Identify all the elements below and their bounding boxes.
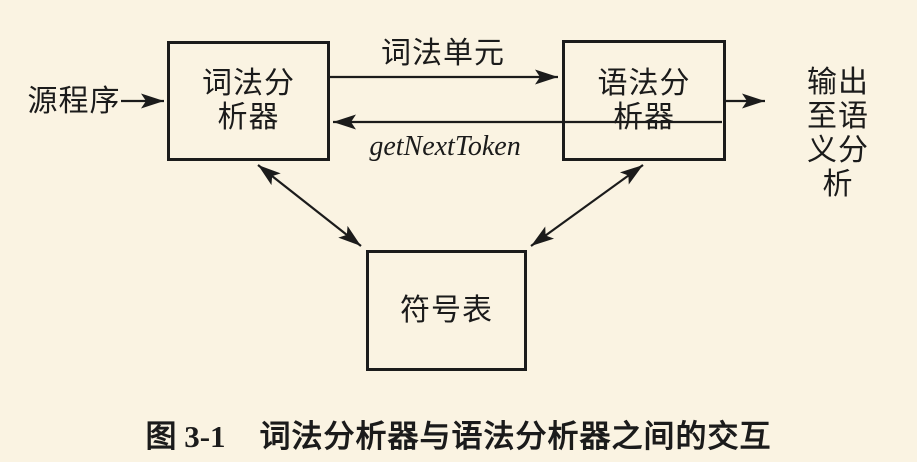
figure-caption-text: 词法分析器与语法分析器之间的交互 — [259, 419, 772, 454]
figure-caption: 图 3-1 词法分析器与语法分析器之间的交互 — [0, 411, 917, 456]
output-to-semantic-label: 输出至语 义分析 — [807, 66, 869, 201]
symbol-table-box-label: 符号表 — [400, 293, 493, 327]
parser-box: 语法分 析器 — [562, 40, 726, 161]
figure-number: 图 3-1 — [145, 419, 226, 454]
getnexttoken-edge-label: getNextToken — [369, 131, 521, 162]
parser-box-label: 语法分 析器 — [597, 66, 691, 134]
symbol-table-box: 符号表 — [366, 250, 527, 371]
lexer-box: 词法分 析器 — [167, 41, 330, 161]
token-edge-label: 词法单元 — [381, 37, 505, 70]
lexer-box-label: 词法分 析器 — [202, 67, 295, 134]
arrow-lexer-symbol-table-bidirectional — [257, 164, 362, 247]
arrow-parser-symbol-table-bidirectional — [530, 164, 644, 247]
source-program-label: 源程序 — [27, 85, 121, 118]
